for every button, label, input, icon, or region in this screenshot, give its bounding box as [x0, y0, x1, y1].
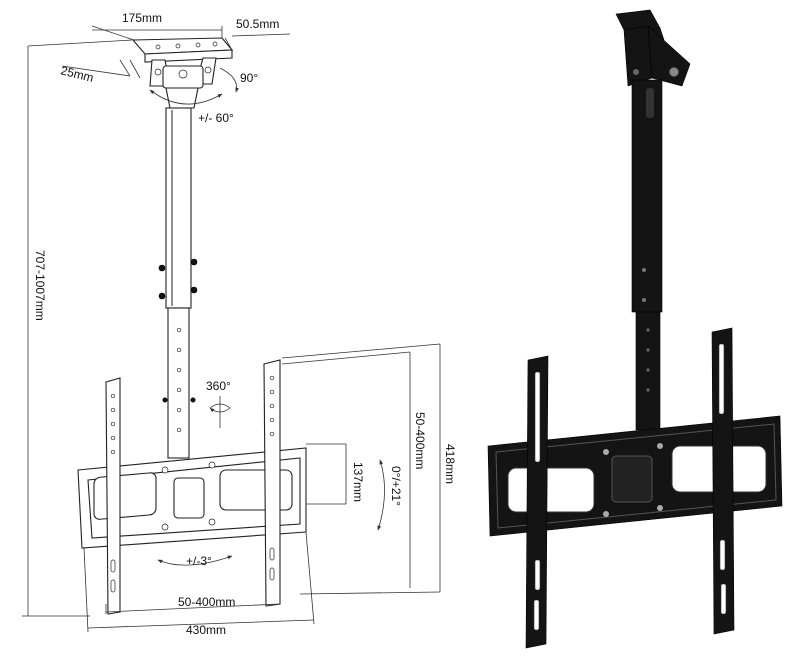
pivot-head — [149, 57, 217, 109]
label-vesa-vertical: 50-400mm — [413, 412, 427, 469]
label-arm-height: 137mm — [351, 462, 365, 502]
label-tilt-head: 90° — [240, 71, 258, 85]
label-plate-width: 175mm — [122, 11, 162, 25]
vesa-arm-left — [105, 377, 121, 615]
dimension-lines — [22, 25, 441, 633]
pole — [158, 107, 198, 459]
label-total-height: 418mm — [443, 444, 457, 484]
label-vesa-horizontal: 50-400mm — [178, 595, 235, 609]
label-plate-depth: 50.5mm — [236, 17, 279, 31]
vesa-arm-right — [263, 359, 281, 607]
label-pole-length: 707-1007mm — [33, 250, 47, 321]
line-drawing: 175mm 50.5mm 25mm 90° +/- 60° 707-1007mm… — [22, 11, 457, 637]
label-rotation: 360° — [206, 379, 231, 393]
label-plate-side: 25mm — [59, 63, 95, 85]
label-swivel-head: +/- 60° — [198, 111, 234, 125]
label-level-adjust: +/-3° — [186, 554, 212, 568]
label-total-width: 430mm — [186, 623, 226, 637]
product-illustration — [487, 9, 783, 649]
label-tilt-screen: 0°/+21° — [389, 466, 403, 506]
ceiling-plate — [131, 37, 234, 63]
